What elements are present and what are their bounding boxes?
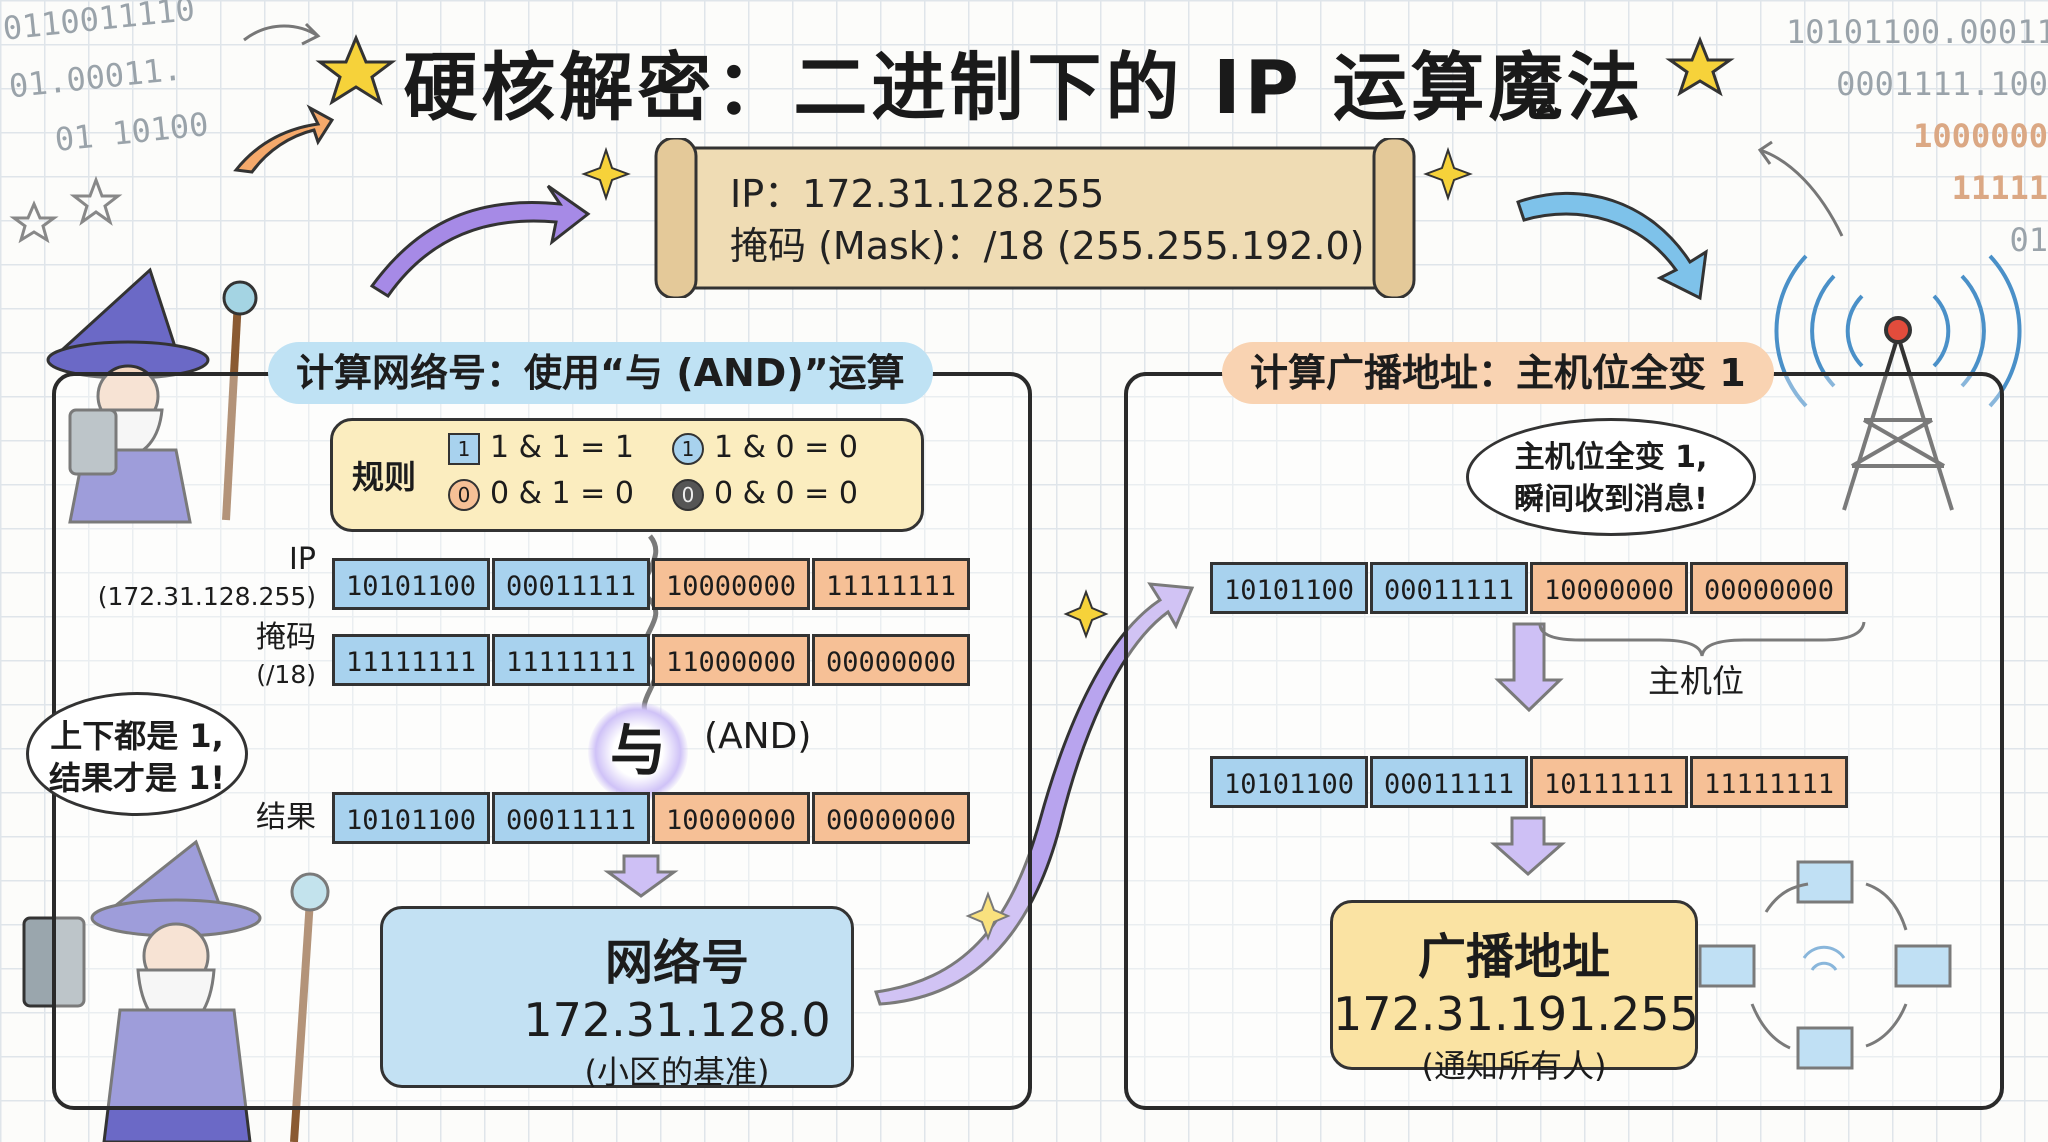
ip-bits-row: 10101100 00011111 10000000 11111111 xyxy=(332,558,972,610)
network-title: 网络号 xyxy=(604,935,749,991)
deco-line: 1000000 xyxy=(1913,117,2048,155)
deco-line: 01 xyxy=(2009,221,2048,259)
wizard-top-icon xyxy=(46,267,258,524)
rule-item: 0 0 & 0 = 0 xyxy=(672,476,858,511)
scroll-banner xyxy=(654,138,1416,298)
bit-chip: 1 xyxy=(672,432,704,465)
bit-chip: 0 xyxy=(672,478,704,511)
ip-sub-label: (172.31.128.255) xyxy=(97,582,316,611)
octet: 00000000 xyxy=(812,634,970,686)
and-operator: 与 xyxy=(588,702,688,802)
mask-sub-label: (/18) xyxy=(256,660,316,689)
bit-chip: 0 xyxy=(448,478,480,511)
rule-text: 0 & 1 = 0 xyxy=(490,476,634,511)
left-speech-bubble: 上下都是 1, 结果才是 1! xyxy=(26,692,248,816)
right-speech-bubble: 主机位全变 1, 瞬间收到消息! xyxy=(1466,418,1756,536)
broadcast-bits-after: 10101100 00011111 10111111 11111111 xyxy=(1210,756,1850,808)
mask-row-label: 掩码 (/18) xyxy=(60,620,316,693)
network-result-box: 网络号 172.31.128.0 (小区的基准) xyxy=(380,906,854,1091)
octet: 10101100 xyxy=(1210,756,1368,808)
mask-label: 掩码 xyxy=(256,620,316,655)
broadcast-result-box: 广播地址 172.31.191.255 (通知所有人) xyxy=(1330,900,1699,1085)
result-row-label: 结果 xyxy=(256,800,316,835)
deco-binary-right: 10101100.00011 0001111.100 1000000 11111… xyxy=(1786,6,2048,266)
octet: 10101100 xyxy=(332,792,490,844)
broadcast-panel-header: 计算广播地址：主机位全变 1 xyxy=(1222,342,1774,404)
octet: 00011111 xyxy=(492,558,650,610)
octet: 10000000 xyxy=(652,792,810,844)
broadcast-bits-before: 10101100 00011111 10000000 00000000 xyxy=(1210,562,1850,614)
bubble-line: 瞬间收到消息! xyxy=(1514,482,1708,517)
octet: 10101100 xyxy=(332,558,490,610)
octet: 00011111 xyxy=(1370,756,1528,808)
scroll-ip-line: IP：172.31.128.255 xyxy=(730,172,1105,216)
radio-tower-icon xyxy=(1774,254,2022,511)
octet: 10111111 xyxy=(1530,756,1688,808)
bubble-line: 上下都是 1, xyxy=(50,717,224,755)
title-star-left-icon xyxy=(315,34,397,106)
deco-line: 11111 xyxy=(1951,169,2048,207)
octet: 10000000 xyxy=(652,558,810,610)
octet: 10000000 xyxy=(1530,562,1688,614)
rules-box xyxy=(330,418,924,532)
network-note: (小区的基准) xyxy=(584,1053,770,1091)
page-title: 硬核解密：二进制下的 IP 运算魔法 xyxy=(403,45,1645,131)
result-bits-row: 10101100 00011111 10000000 00000000 xyxy=(332,792,972,844)
host-bits-label: 主机位 xyxy=(1648,662,1745,700)
rule-item: 0 0 & 1 = 0 xyxy=(448,476,634,511)
octet: 00011111 xyxy=(492,792,650,844)
sketch-arrow-right-icon xyxy=(1757,140,1844,237)
broadcast-value: 172.31.191.255 xyxy=(1333,987,1699,1041)
octet: 11111111 xyxy=(812,558,970,610)
computer-network-icon xyxy=(1698,860,1952,1070)
broadcast-note: (通知所有人) xyxy=(1421,1047,1607,1085)
network-panel-header: 计算网络号：使用“与 (AND)”运算 xyxy=(268,342,933,404)
bubble-line: 结果才是 1! xyxy=(48,759,225,797)
sparkle-icons xyxy=(581,146,1473,941)
star-outline-icons xyxy=(9,175,123,244)
rule-item: 1 1 & 1 = 1 xyxy=(448,430,634,465)
rule-text: 1 & 0 = 0 xyxy=(714,430,858,465)
octet: 11111111 xyxy=(492,634,650,686)
and-text: (AND) xyxy=(704,716,812,757)
and-symbol: 与 xyxy=(610,719,666,784)
ip-row-label: IP (172.31.128.255) xyxy=(60,542,316,615)
deco-line: 0001111.100 xyxy=(1836,65,2048,103)
blue-arrow-top-icon xyxy=(1516,191,1708,301)
rule-item: 1 1 & 0 = 0 xyxy=(672,430,858,465)
network-value: 172.31.128.0 xyxy=(523,993,831,1047)
cut-line-icon xyxy=(641,534,659,722)
bubble-line: 主机位全变 1, xyxy=(1514,440,1708,475)
scroll-text: IP：172.31.128.255 掩码 (Mask)：/18 (255.255… xyxy=(730,168,1365,272)
down-arrow-icons xyxy=(603,622,1566,898)
octet: 11111111 xyxy=(1690,756,1848,808)
title-star-right-icon xyxy=(1665,35,1735,97)
rule-text: 0 & 0 = 0 xyxy=(714,476,858,511)
purple-arrow-top-icon xyxy=(369,184,591,299)
orange-arrow-icon xyxy=(233,104,335,174)
sketch-arrow-top-icon xyxy=(243,22,321,46)
bit-chip: 1 xyxy=(448,432,480,465)
broadcast-title: 广播地址 xyxy=(1417,929,1610,985)
deco-line: 10101100.00011 xyxy=(1786,13,2048,51)
octet: 11000000 xyxy=(652,634,810,686)
octet: 11111111 xyxy=(332,634,490,686)
octet: 00000000 xyxy=(812,792,970,844)
octet: 00000000 xyxy=(1690,562,1848,614)
rule-text: 1 & 1 = 1 xyxy=(490,430,634,465)
ip-label: IP xyxy=(289,542,316,577)
mask-bits-row: 11111111 11111111 11000000 00000000 xyxy=(332,634,972,686)
scroll-mask-line: 掩码 (Mask)：/18 (255.255.192.0) xyxy=(730,224,1365,268)
host-brace xyxy=(1538,621,1866,657)
purple-arrow-mid-icon xyxy=(874,582,1195,1006)
rules-label: 规则 xyxy=(352,458,417,496)
octet: 10101100 xyxy=(1210,562,1368,614)
octet: 00011111 xyxy=(1370,562,1528,614)
